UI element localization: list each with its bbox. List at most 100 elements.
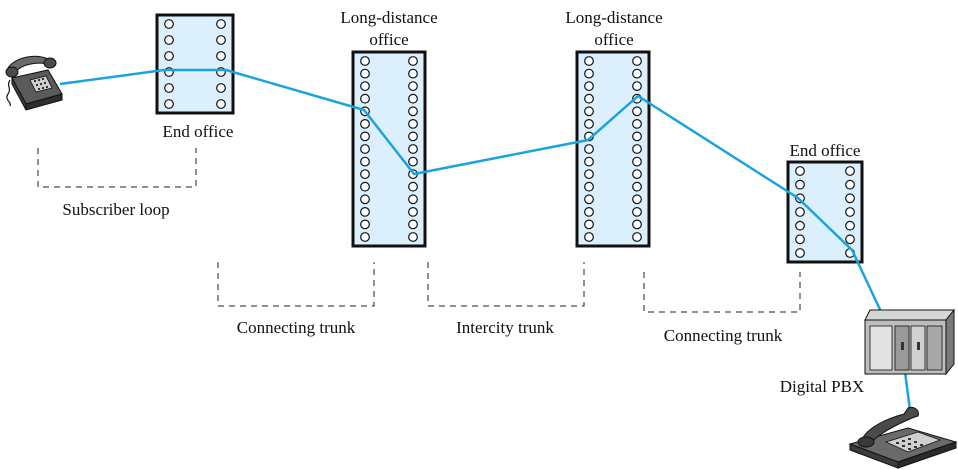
jack-left-13 bbox=[584, 219, 594, 230]
jack-right-14 bbox=[632, 232, 642, 242]
jack-left-2 bbox=[360, 81, 370, 91]
jack-left-12 bbox=[360, 206, 370, 217]
office-label-ld1-line1: Long-distance bbox=[340, 8, 437, 27]
jack-right-10 bbox=[632, 181, 642, 192]
jack-left-8 bbox=[584, 156, 594, 167]
long-distance-office-1-box bbox=[351, 50, 427, 248]
jack-right-5 bbox=[408, 118, 418, 129]
jack-right-12 bbox=[408, 206, 418, 217]
jack-right-3 bbox=[845, 207, 855, 217]
jack-right-11 bbox=[632, 194, 642, 205]
jack-left-0 bbox=[584, 56, 594, 66]
jack-right-8 bbox=[408, 156, 418, 167]
jack-left-1 bbox=[164, 35, 174, 45]
bracket-subscriber-loop bbox=[37, 148, 197, 188]
jack-right-1 bbox=[845, 179, 855, 190]
jack-left-13 bbox=[360, 219, 370, 230]
bracket-connecting-trunk-right bbox=[643, 272, 801, 313]
jack-right-13 bbox=[632, 219, 642, 230]
jack-left-11 bbox=[584, 194, 594, 205]
pbx-label: Digital PBX bbox=[780, 377, 865, 396]
office-label-end-right: End office bbox=[790, 141, 861, 160]
pbx-cabinet-icon bbox=[864, 308, 956, 376]
jack-right-13 bbox=[408, 219, 418, 230]
jack-right-4 bbox=[845, 220, 855, 231]
jack-right-0 bbox=[216, 19, 226, 29]
jack-right-7 bbox=[408, 144, 418, 154]
jack-left-1 bbox=[584, 68, 594, 79]
jack-right-0 bbox=[408, 56, 418, 66]
jack-left-4 bbox=[795, 220, 805, 231]
long-distance-office-2-box bbox=[575, 50, 651, 248]
jack-right-0 bbox=[632, 56, 642, 66]
bracket-intercity-trunk bbox=[427, 262, 585, 307]
jack-right-1 bbox=[216, 35, 226, 45]
jack-left-11 bbox=[360, 194, 370, 205]
jack-left-12 bbox=[584, 206, 594, 217]
signal-path-line bbox=[59, 68, 886, 319]
jack-right-1 bbox=[408, 68, 418, 79]
jack-right-5 bbox=[632, 118, 642, 129]
jack-left-5 bbox=[584, 118, 594, 129]
segment-label-connecting-trunk-left: Connecting trunk bbox=[237, 318, 356, 337]
jack-right-7 bbox=[632, 144, 642, 154]
jack-left-10 bbox=[360, 181, 370, 192]
jack-left-2 bbox=[164, 51, 174, 61]
jack-left-0 bbox=[164, 19, 174, 29]
pbx-to-phone-line bbox=[903, 371, 912, 411]
jack-right-6 bbox=[632, 131, 642, 142]
jack-left-14 bbox=[360, 232, 370, 242]
telephone-icon bbox=[5, 55, 63, 111]
jack-left-1 bbox=[795, 179, 805, 190]
jack-left-0 bbox=[360, 56, 370, 66]
jack-left-5 bbox=[360, 118, 370, 129]
jack-left-8 bbox=[360, 156, 370, 167]
jack-left-4 bbox=[584, 106, 594, 117]
jack-right-4 bbox=[632, 106, 642, 117]
jack-left-9 bbox=[360, 169, 370, 180]
jack-right-11 bbox=[408, 194, 418, 205]
jack-left-7 bbox=[584, 144, 594, 154]
jack-left-4 bbox=[164, 83, 174, 93]
jack-right-2 bbox=[408, 81, 418, 91]
jack-left-0 bbox=[795, 166, 805, 176]
jack-left-7 bbox=[360, 144, 370, 154]
jack-right-14 bbox=[408, 232, 418, 242]
jack-left-5 bbox=[795, 234, 805, 245]
segment-label-connecting-trunk-right: Connecting trunk bbox=[664, 326, 783, 345]
jack-right-9 bbox=[632, 169, 642, 180]
segment-label-subscriber-loop: Subscriber loop bbox=[62, 200, 169, 219]
jack-right-12 bbox=[632, 206, 642, 217]
jack-right-5 bbox=[216, 99, 226, 109]
jack-left-2 bbox=[584, 81, 594, 91]
jack-right-2 bbox=[845, 193, 855, 204]
end-office-right-box bbox=[786, 160, 864, 264]
jack-right-10 bbox=[408, 181, 418, 192]
jack-right-2 bbox=[216, 51, 226, 61]
jack-left-10 bbox=[584, 181, 594, 192]
jack-right-6 bbox=[408, 131, 418, 142]
jack-left-6 bbox=[795, 248, 805, 258]
office-label-end-left: End office bbox=[163, 122, 234, 141]
jack-right-4 bbox=[216, 83, 226, 93]
jack-right-3 bbox=[408, 93, 418, 104]
bracket-connecting-trunk-left bbox=[217, 262, 375, 307]
jack-left-6 bbox=[360, 131, 370, 142]
segment-label-intercity-trunk: Intercity trunk bbox=[456, 318, 554, 337]
jack-right-4 bbox=[408, 106, 418, 117]
jack-left-14 bbox=[584, 232, 594, 242]
jack-left-3 bbox=[360, 93, 370, 104]
jack-right-2 bbox=[632, 81, 642, 91]
jack-left-1 bbox=[360, 68, 370, 79]
jack-right-1 bbox=[632, 68, 642, 79]
jack-left-3 bbox=[584, 93, 594, 104]
desk-phone-icon bbox=[848, 407, 958, 469]
jack-right-0 bbox=[845, 166, 855, 176]
jack-left-3 bbox=[795, 207, 805, 217]
jack-right-8 bbox=[632, 156, 642, 167]
office-label-ld2-line2: office bbox=[594, 30, 633, 49]
office-label-ld2-line1: Long-distance bbox=[565, 8, 662, 27]
end-office-left-box bbox=[155, 13, 235, 115]
jack-left-5 bbox=[164, 99, 174, 109]
